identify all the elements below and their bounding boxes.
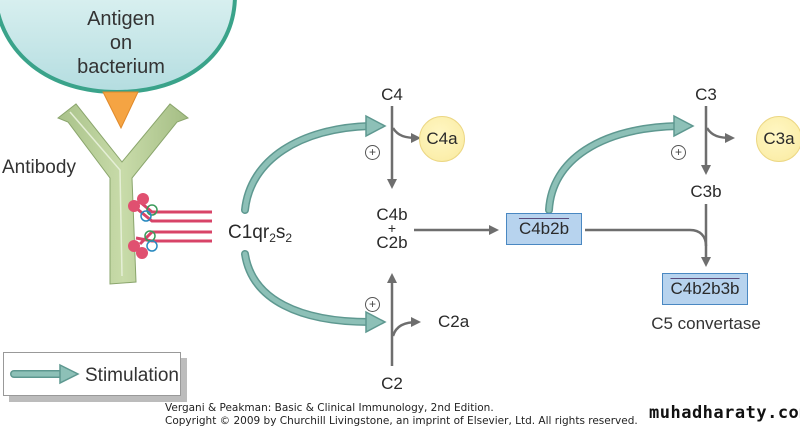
antigen-triangle — [102, 91, 139, 130]
bacterium-label-line3: bacterium — [77, 56, 165, 78]
bacterium-label: Antigen on bacterium — [77, 7, 165, 79]
plus-label: + — [387, 220, 397, 236]
c5-convertase-label: C5 convertase — [651, 314, 761, 333]
c2b-label: C2b — [376, 233, 408, 252]
c1-label-base: C1qr — [228, 222, 270, 243]
stimulation-plus-icon-c2: + — [365, 297, 380, 312]
c1-label-mid: s — [275, 222, 286, 243]
bacterium-label-line1: Antigen — [87, 8, 155, 30]
c4-label: C4 — [381, 85, 403, 104]
credit-line-1: Vergani & Peakman: Basic & Clinical Immu… — [165, 402, 494, 414]
c4b2b3b-label: C4b2b3b — [670, 279, 740, 298]
stimulation-plus-icon-c3: + — [671, 145, 686, 160]
antibody-label: Antibody — [2, 157, 76, 178]
stimulation-arrows — [241, 114, 695, 334]
c4b-label: C4b — [376, 205, 408, 224]
stimulation-plus-icon-c4: + — [365, 145, 380, 160]
bacterium-label-line2: on — [109, 32, 133, 54]
c1-label-sub1: 2 — [269, 231, 276, 245]
c3a-product: C3a — [756, 116, 800, 162]
credit-line-2: Copyright © 2009 by Churchill Livingston… — [165, 415, 638, 427]
c4b2b-label: C4b2b — [518, 219, 570, 238]
legend: Stimulation — [3, 352, 181, 396]
reaction-arrows — [387, 106, 735, 366]
c3-label: C3 — [695, 85, 717, 104]
brand-watermark: muhadharaty.com — [649, 403, 800, 423]
c3b-label: C3b — [690, 182, 722, 201]
c5-convertase-box: C4b2b3b — [662, 273, 748, 305]
antibody-shape — [57, 103, 190, 285]
c4a-product: C4a — [419, 116, 465, 162]
legend-label: Stimulation — [85, 365, 179, 386]
c1-label: C1qr2s2 — [228, 223, 292, 244]
c2-label: C2 — [381, 374, 403, 393]
c1-label-sub2: 2 — [285, 231, 293, 245]
stimulation-arrow-icon — [10, 363, 80, 385]
c3-convertase-box: C4b2b — [506, 213, 582, 245]
c1-heads — [128, 193, 158, 259]
c2a-label: C2a — [438, 312, 470, 331]
